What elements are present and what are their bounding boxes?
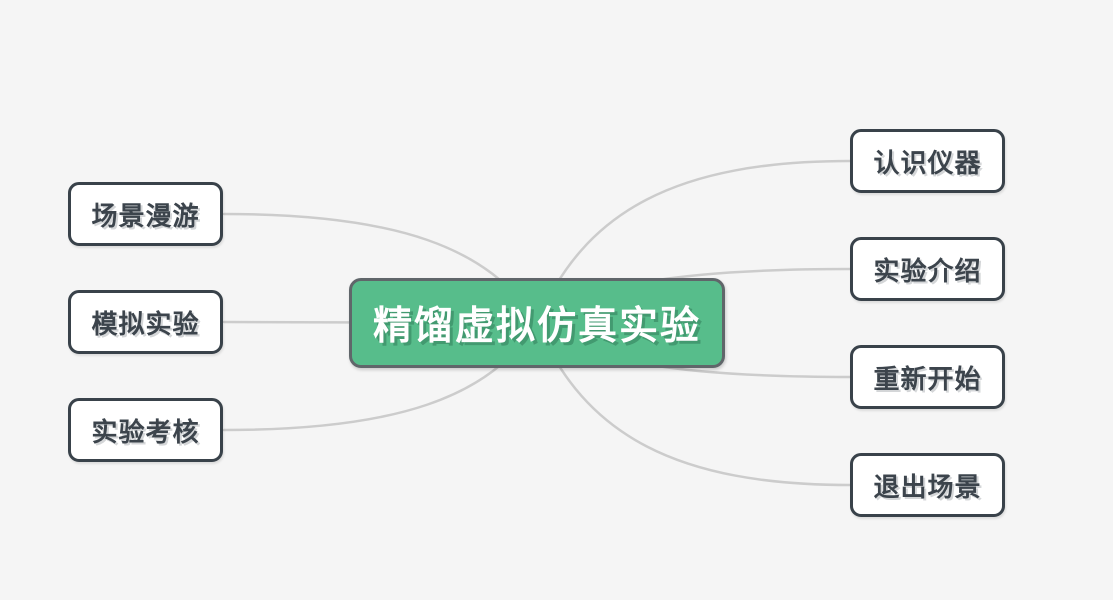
node-exit-scene-label: 退出场景 [873, 471, 982, 502]
node-experiment-introduction-label: 实验介绍 [873, 255, 982, 286]
node-exit-scene[interactable]: 退出场景 [850, 453, 1005, 517]
center-node-distillation-experiment[interactable]: 精馏虚拟仿真实验 [349, 278, 725, 368]
node-scene-roaming-label: 场景漫游 [91, 200, 200, 231]
node-know-instruments[interactable]: 认识仪器 [850, 129, 1005, 193]
node-experiment-assessment[interactable]: 实验考核 [68, 398, 223, 462]
node-simulation-experiment-label: 模拟实验 [91, 308, 200, 339]
node-know-instruments-label: 认识仪器 [873, 147, 982, 178]
node-restart[interactable]: 重新开始 [850, 345, 1005, 409]
node-experiment-introduction[interactable]: 实验介绍 [850, 237, 1005, 301]
node-experiment-assessment-label: 实验考核 [91, 416, 200, 447]
node-scene-roaming[interactable]: 场景漫游 [68, 182, 223, 246]
center-node-label: 精馏虚拟仿真实验 [372, 305, 701, 348]
node-restart-label: 重新开始 [873, 363, 982, 394]
node-simulation-experiment[interactable]: 模拟实验 [68, 290, 223, 354]
